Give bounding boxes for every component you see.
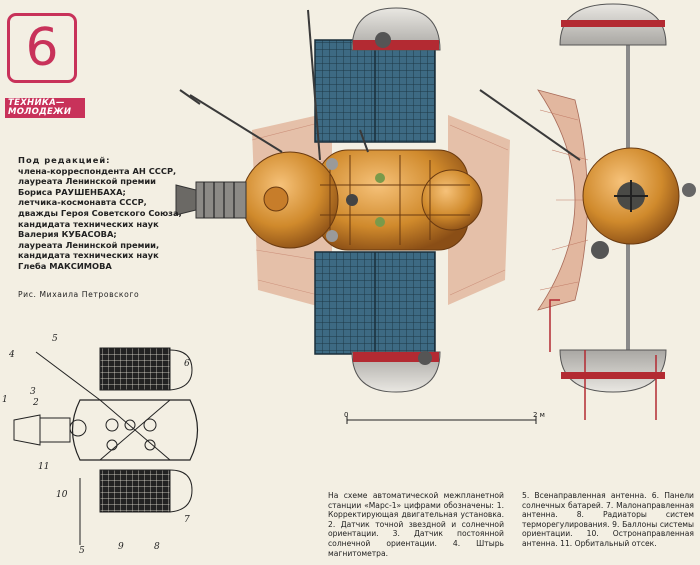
editors-line: Глеба МАКСИМОВА [18, 260, 112, 271]
callout-9: 9 [118, 542, 124, 552]
spacecraft-body [241, 149, 483, 251]
editors-line: Бориса РАУШЕНБАХА; [18, 186, 126, 197]
callout-7: 7 [184, 515, 190, 525]
editors-line: дважды Героя Советского Союза, [18, 207, 182, 218]
scale-bar [346, 416, 537, 424]
schematic-diagram [13, 347, 199, 545]
radiator-bottom [351, 351, 441, 393]
editors-block: Под редакцией: члена-корреспондента АН С… [18, 155, 182, 272]
callout-11: 11 [38, 462, 50, 472]
callout-3: 3 [30, 387, 36, 397]
callout-4: 4 [9, 350, 15, 360]
booms [179, 9, 369, 161]
main-spacecraft [175, 7, 510, 393]
callout-2: 2 [33, 398, 39, 408]
callout-1: 1 [2, 395, 8, 405]
issue-number-box: 6 [7, 13, 77, 83]
editors-line: члена-корреспондента АН СССР, [18, 165, 177, 176]
callout-10: 10 [56, 490, 68, 500]
legend-part-2: 5. Всенаправленная антенна. 6. Панели со… [522, 491, 694, 548]
editors-heading: Под редакцией: [18, 155, 111, 165]
logo-line-2: МОЛОДЕЖИ [8, 107, 72, 117]
issue-number: 6 [25, 18, 59, 78]
callout-8: 8 [154, 542, 160, 552]
editors-line: кандидата технических наук [18, 218, 159, 229]
editors-line: лауреата Ленинской премии, [18, 239, 160, 250]
callout-5-bottom: 5 [79, 546, 85, 556]
magazine-logo [5, 98, 85, 118]
illustrator-credit: Рис. Михаила Петровского [18, 290, 140, 299]
scale-end-label: 2 м [533, 411, 545, 419]
engine-unit [175, 181, 247, 219]
magazine-logo-text: ТЕХНИКА— МОЛОДЕЖИ [8, 99, 71, 117]
editors-line: кандидата технических наук [18, 250, 159, 261]
editors-line: лауреата Ленинской премии [18, 176, 157, 187]
end-view-dish [537, 89, 592, 311]
scale-start-label: 0 [344, 411, 349, 419]
editors-line: Валерия КУБАСОВА; [18, 229, 117, 240]
radiator-top [351, 7, 441, 51]
callout-5-top: 5 [52, 334, 58, 344]
editors-line: летчика-космонавта СССР, [18, 197, 147, 208]
end-view-radiator-bottom [559, 349, 667, 393]
legend-part-1: На схеме автоматической межпланетной ста… [328, 491, 504, 558]
callout-6: 6 [184, 359, 190, 369]
logo-line-1: ТЕХНИКА— [8, 98, 65, 108]
solar-panel-bottom [314, 251, 436, 355]
end-view-radiator-top [559, 3, 667, 46]
solar-panel-top [314, 39, 436, 143]
end-view-spacecraft [479, 3, 696, 420]
